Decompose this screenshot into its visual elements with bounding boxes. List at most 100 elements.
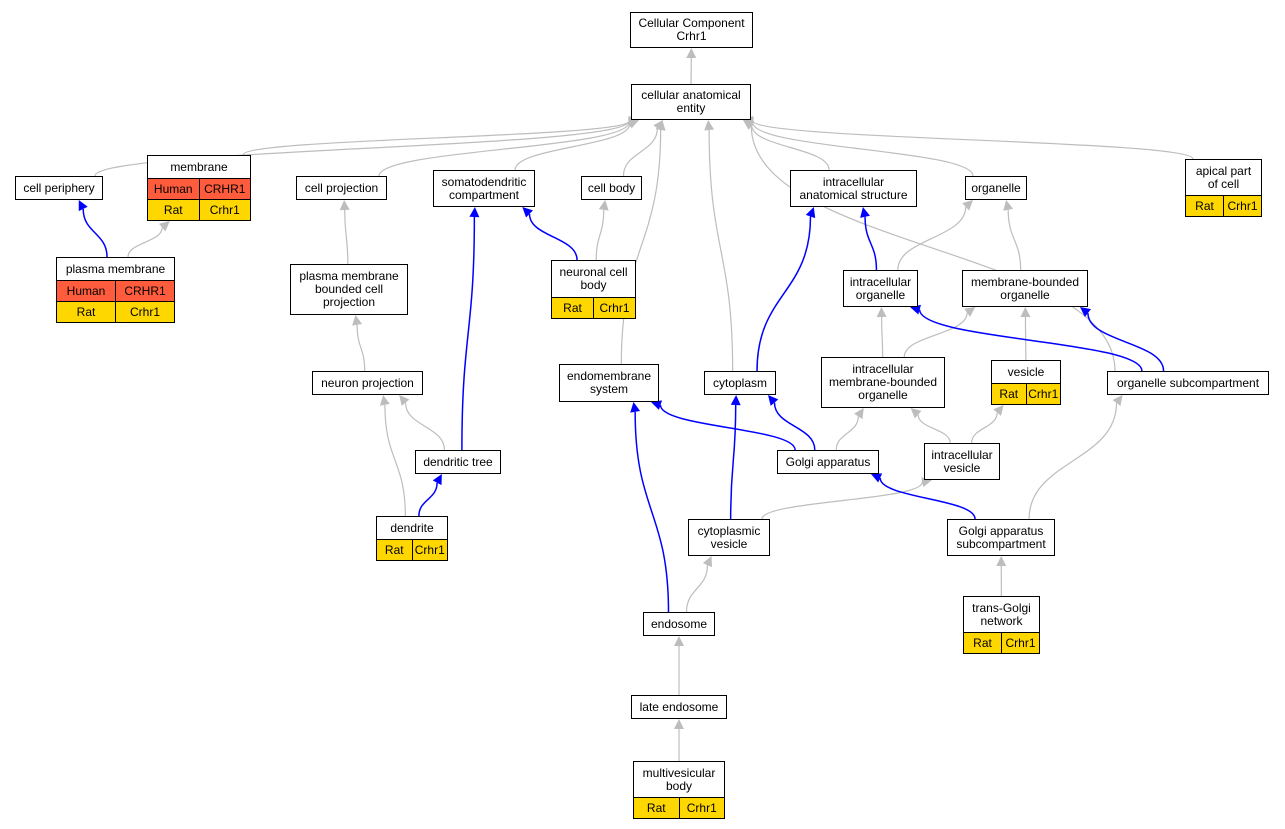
- node-label: neuronal cell body: [559, 265, 628, 292]
- node-label: intracellular anatomical structure: [799, 174, 908, 202]
- edge-neuronal_cell_body-to-cell_body: [595, 209, 605, 261]
- species-cell: Rat: [646, 801, 666, 815]
- arrowhead-pmbcp-to-cell_projection: [339, 200, 350, 211]
- edge-cytoplasmic_vesicle-to-cytoplasm: [729, 404, 737, 520]
- node-intracellular-vesicle[interactable]: intracellular vesicle: [924, 443, 1000, 480]
- arrowhead-golgi_subcompartment-to-golgi: [871, 473, 883, 483]
- node-label: cell periphery: [23, 180, 95, 195]
- edge-intracellular_organelle-to-ias: [864, 216, 878, 271]
- node-label: intracellular organelle: [849, 274, 912, 302]
- gene-cell: Crhr1: [411, 540, 448, 560]
- node-intracellular-organelle[interactable]: intracellular organelle: [843, 270, 918, 307]
- edge-golgi-to-imbo: [835, 416, 859, 451]
- arrowhead-membrane_bounded_organelle-to-organelle: [1003, 200, 1014, 211]
- edge-endosome-to-cytoplasmic_vesicle: [685, 565, 709, 613]
- edge-pmbcp-to-cell_projection: [344, 209, 349, 265]
- arrowhead-golgi-to-imbo: [854, 408, 864, 420]
- node-cellular-anatomical-entity[interactable]: cellular anatomical entity: [631, 84, 751, 120]
- arrowhead-intracellular_vesicle-to-imbo: [910, 408, 922, 419]
- edge-dendritic_tree-to-neuron_projection: [404, 402, 446, 451]
- node-somatodendritic-compartment[interactable]: somatodendritic compartment: [433, 170, 535, 207]
- node-label: Cellular Component Crhr1: [638, 16, 745, 43]
- edge-imbo-to-membrane_bounded_organelle: [903, 312, 968, 358]
- arrowhead-cytoplasm-to-ias: [805, 207, 816, 219]
- node-cellular-component[interactable]: Cellular Component Crhr1: [630, 12, 753, 48]
- node-endomembrane-system[interactable]: endomembrane system: [559, 364, 659, 402]
- arrowhead-dendrite-to-dendritic_tree: [432, 474, 442, 486]
- node-label: dendrite: [390, 520, 434, 535]
- node-cell-periphery[interactable]: cell periphery: [15, 176, 103, 200]
- node-membrane-bounded-organelle[interactable]: membrane-bounded organelle: [962, 270, 1088, 307]
- edge-golgi_subcompartment-to-golgi: [879, 477, 976, 520]
- arrowhead-somatodendritic-to-cae: [627, 119, 639, 129]
- edge-cytoplasm-to-cae: [708, 129, 734, 372]
- node-cytoplasmic-vesicle[interactable]: cytoplasmic vesicle: [688, 519, 770, 556]
- node-organelle-subcompartment[interactable]: organelle subcompartment: [1107, 371, 1269, 395]
- arrowhead-organelle_subcompartment-to-membrane_bounded_organelle: [1080, 307, 1091, 318]
- edge-golgi_subcompartment-to-organelle_subcompartment: [1028, 402, 1118, 520]
- species-cell: Rat: [76, 305, 96, 319]
- node-label: late endosome: [639, 699, 719, 714]
- node-dendritic-tree[interactable]: dendritic tree: [415, 450, 501, 474]
- node-label: cell body: [587, 180, 636, 195]
- arrowhead-neuronal_cell_body-to-cell_body: [598, 200, 609, 211]
- node-cytoplasm[interactable]: cytoplasm: [704, 371, 776, 395]
- arrowhead-vesicle-to-membrane_bounded_organelle: [1020, 307, 1031, 318]
- species-cell: Rat: [1195, 199, 1214, 213]
- node-label: multivesicular body: [642, 765, 716, 793]
- arrowhead-golgi_subcompartment-to-organelle_subcompartment: [1112, 395, 1123, 406]
- node-label: apical part of cell: [1195, 163, 1252, 191]
- node-plasma-membrane-bounded-cell-projection[interactable]: plasma membrane bounded cell projection: [290, 264, 408, 315]
- gene-cell: Crhr1: [115, 302, 174, 322]
- edge-cell_projection-to-cae: [378, 121, 630, 177]
- edge-intracellular_organelle-to-organelle: [897, 206, 967, 271]
- node-label: cellular anatomical entity: [641, 88, 741, 115]
- node-golgi-apparatus[interactable]: Golgi apparatus: [777, 450, 879, 474]
- node-late-endosome[interactable]: late endosome: [631, 695, 727, 719]
- arrowhead-organelle_subcompartment-to-cae: [743, 120, 755, 130]
- edge-organelle-to-cae: [752, 122, 974, 177]
- node-endosome[interactable]: endosome: [643, 612, 715, 636]
- node-intracellular-membrane-bounded-organelle[interactable]: intracellular membrane-bounded organelle: [821, 357, 945, 408]
- arrowhead-intracellular_vesicle-to-vesicle: [993, 405, 1004, 416]
- arrowhead-cytoplasmic_vesicle-to-cytoplasm: [730, 395, 741, 406]
- arrowhead-endosome-to-cytoplasmic_vesicle: [702, 556, 712, 568]
- node-neuron-projection[interactable]: neuron projection: [312, 371, 423, 395]
- node-label: intracellular vesicle: [931, 447, 993, 475]
- node-golgi-apparatus-subcompartment[interactable]: Golgi apparatus subcompartment: [947, 519, 1055, 556]
- node-intracellular-anatomical-structure[interactable]: intracellular anatomical structure: [790, 170, 917, 207]
- edge-membrane-to-cae: [242, 120, 630, 156]
- node-cell-projection[interactable]: cell projection: [296, 176, 387, 200]
- node-organelle[interactable]: organelle: [965, 176, 1027, 200]
- node-label: cell projection: [304, 180, 379, 195]
- arrowhead-intracellular_organelle-to-organelle: [962, 200, 973, 211]
- species-cell: Rat: [973, 636, 992, 650]
- edge-dendrite-to-dendritic_tree: [418, 482, 438, 517]
- arrowhead-dendritic_tree-to-neuron_projection: [399, 395, 410, 406]
- arrowhead-tgn-to-golgi_subcompartment: [996, 556, 1007, 567]
- node-cell-body[interactable]: cell body: [581, 176, 642, 200]
- arrowhead-dendrite-to-neuron_projection: [379, 395, 390, 406]
- gene-cell: Crhr1: [198, 200, 251, 220]
- node-label: plasma membrane bounded cell projection: [299, 269, 399, 309]
- edge-plasma_membrane-to-membrane: [127, 227, 163, 258]
- node-label: endomembrane system: [566, 369, 652, 396]
- edge-ias-to-cae: [751, 124, 830, 171]
- edge-dendrite-to-neuron_projection: [384, 404, 406, 517]
- node-label: trans-Golgi network: [972, 600, 1031, 628]
